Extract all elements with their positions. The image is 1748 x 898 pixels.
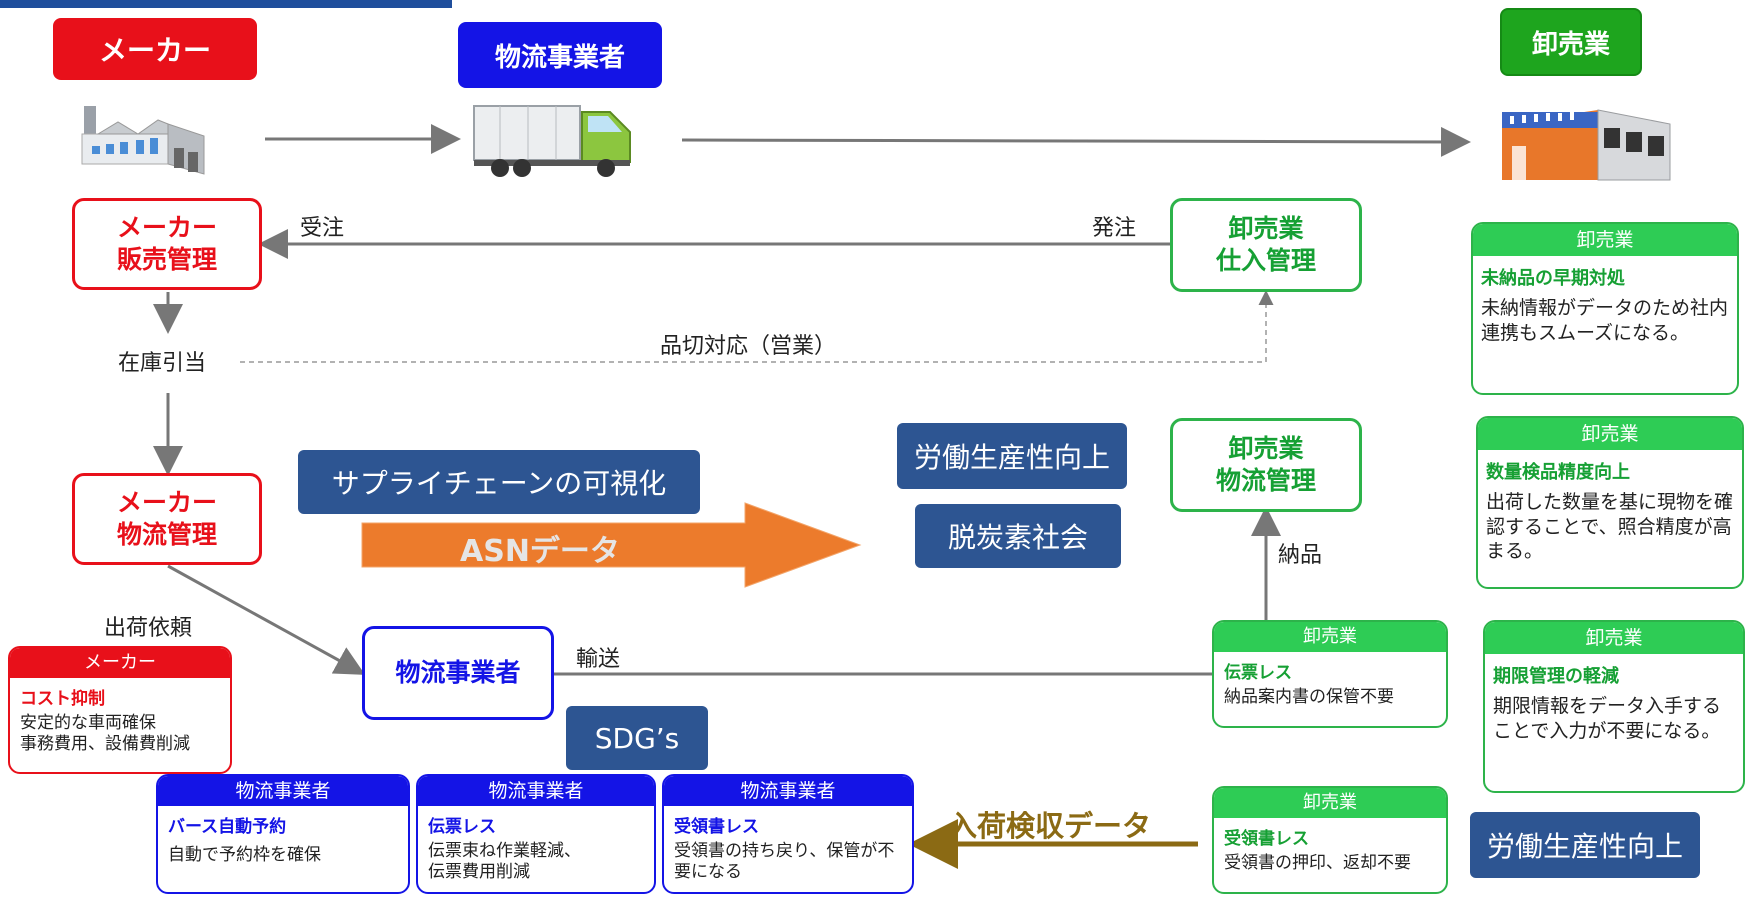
- truck-icon: [473, 105, 631, 177]
- card-body: 期限情報をデータ入手することで入力が不要になる。: [1493, 695, 1722, 742]
- card-wholesale-backorder: 卸売業 未納品の早期対処 未納情報がデータのため社内連携もスムーズになる。: [1471, 222, 1739, 395]
- label-receiving-data: 入荷検収データ: [948, 809, 1152, 843]
- card-body: 出荷した数量を基に現物を確認することで、照合精度が高まる。: [1486, 491, 1734, 563]
- badge-supply-chain: サプライチェーンの可視化: [298, 450, 700, 514]
- card-title: バース自動予約: [168, 817, 287, 837]
- asn-arrow-shape: [361, 502, 862, 588]
- card-body: 自動で予約枠を確保: [168, 845, 321, 865]
- label-stockout: 品切対応（営業）: [660, 334, 837, 359]
- card-logistics-berth: 物流事業者 バース自動予約 自動で予約枠を確保: [156, 774, 410, 894]
- card-body: 未納情報がデータのため社内連携もスムーズになる。: [1481, 297, 1729, 344]
- wholesale-purchase-line2: 仕入管理: [1215, 246, 1316, 275]
- card-header: 物流事業者: [158, 776, 408, 806]
- card-body: 受領書の持ち戻り、保管が不要になる: [674, 841, 895, 883]
- card-body: 安定的な車両確保 事務費用、設備費削減: [10, 709, 230, 756]
- card-header: 卸売業: [1214, 788, 1446, 818]
- card-header: 卸売業: [1485, 622, 1743, 654]
- maker-logistics-line1: メーカー: [116, 487, 217, 517]
- actor-maker: メーカー: [53, 18, 257, 80]
- card-header: 物流事業者: [664, 776, 912, 806]
- arrow-logistics-to-operator: [167, 564, 366, 675]
- card-title: 受領書レス: [1224, 829, 1309, 849]
- maker-sales-system: メーカー 販売管理: [72, 198, 262, 290]
- wholesale-logistics-system: 卸売業 物流管理: [1170, 418, 1362, 512]
- label-transport: 輸送: [576, 647, 621, 672]
- card-header: 卸売業: [1214, 622, 1446, 652]
- label-asn: ASNデータ: [460, 534, 620, 569]
- arrow-truck-to-wholesale: [681, 126, 1471, 157]
- card-header: メーカー: [10, 648, 230, 678]
- card-header: 卸売業: [1473, 224, 1737, 256]
- badge-productivity-2: 労働生産性向上: [1470, 812, 1700, 878]
- card-title: 伝票レス: [1224, 663, 1292, 683]
- card-title: コスト抑制: [20, 689, 105, 709]
- wholesale-purchase-system: 卸売業 仕入管理: [1170, 198, 1362, 292]
- card-header: 卸売業: [1478, 418, 1742, 450]
- badge-sdgs: SDG’s: [566, 706, 708, 770]
- actor-wholesale: 卸売業: [1500, 8, 1642, 76]
- card-header: 物流事業者: [418, 776, 654, 806]
- card-body-line: 伝票費用削減: [428, 862, 530, 883]
- card-wholesale-slipless: 卸売業 伝票レス 納品案内書の保管不要: [1212, 620, 1448, 728]
- label-stock-allocation: 在庫引当: [118, 351, 207, 376]
- wholesale-logistics-line1: 卸売業: [1228, 433, 1304, 463]
- label-order-placed: 発注: [1092, 216, 1137, 241]
- maker-logistics-line2: 物流管理: [116, 520, 217, 549]
- logistics-operator-box: 物流事業者: [362, 626, 554, 720]
- maker-logistics-system: メーカー 物流管理: [72, 473, 262, 565]
- actor-logistics: 物流事業者: [458, 22, 662, 88]
- card-title: 数量検品精度向上: [1486, 462, 1630, 483]
- warehouse-icon: [1502, 109, 1671, 181]
- card-title: 伝票レス: [428, 817, 496, 837]
- card-wholesale-expiry: 卸売業 期限管理の軽減 期限情報をデータ入手することで入力が不要になる。: [1483, 620, 1745, 793]
- card-body: 伝票束ね作業軽減、 伝票費用削減: [418, 837, 654, 884]
- label-ship-request: 出荷依頼: [104, 616, 193, 641]
- card-logistics-receiptless: 物流事業者 受領書レス 受領書の持ち戻り、保管が不要になる: [662, 774, 914, 894]
- card-body-line: 事務費用、設備費削減: [20, 734, 190, 755]
- label-delivery: 納品: [1278, 543, 1323, 568]
- card-body: 受領書の押印、返却不要: [1224, 853, 1411, 873]
- wholesale-logistics-line2: 物流管理: [1215, 466, 1316, 495]
- card-body-line: 安定的な車両確保: [20, 713, 156, 733]
- maker-sales-line2: 販売管理: [116, 245, 217, 274]
- maker-sales-line1: メーカー: [116, 212, 217, 242]
- card-body-line: 伝票束ね作業軽減、: [428, 841, 581, 861]
- card-title: 未納品の早期対処: [1481, 268, 1625, 289]
- wholesale-purchase-line1: 卸売業: [1228, 213, 1304, 243]
- dashed-stockout: [240, 290, 1274, 363]
- badge-decarbon: 脱炭素社会: [915, 504, 1121, 568]
- card-wholesale-receiptless: 卸売業 受領書レス 受領書の押印、返却不要: [1212, 786, 1448, 894]
- card-title: 受領書レス: [674, 817, 759, 837]
- card-maker-cost: メーカー コスト抑制 安定的な車両確保 事務費用、設備費削減: [8, 646, 232, 774]
- card-logistics-slipless: 物流事業者 伝票レス 伝票束ね作業軽減、 伝票費用削減: [416, 774, 656, 894]
- card-title: 期限管理の軽減: [1493, 666, 1619, 687]
- factory-icon: [81, 106, 205, 175]
- card-body: 納品案内書の保管不要: [1224, 687, 1394, 707]
- top-accent-bar: [0, 0, 452, 8]
- card-wholesale-quantity: 卸売業 数量検品精度向上 出荷した数量を基に現物を確認することで、照合精度が高ま…: [1476, 416, 1744, 589]
- badge-productivity: 労働生産性向上: [897, 423, 1127, 489]
- label-order-received: 受注: [300, 216, 345, 241]
